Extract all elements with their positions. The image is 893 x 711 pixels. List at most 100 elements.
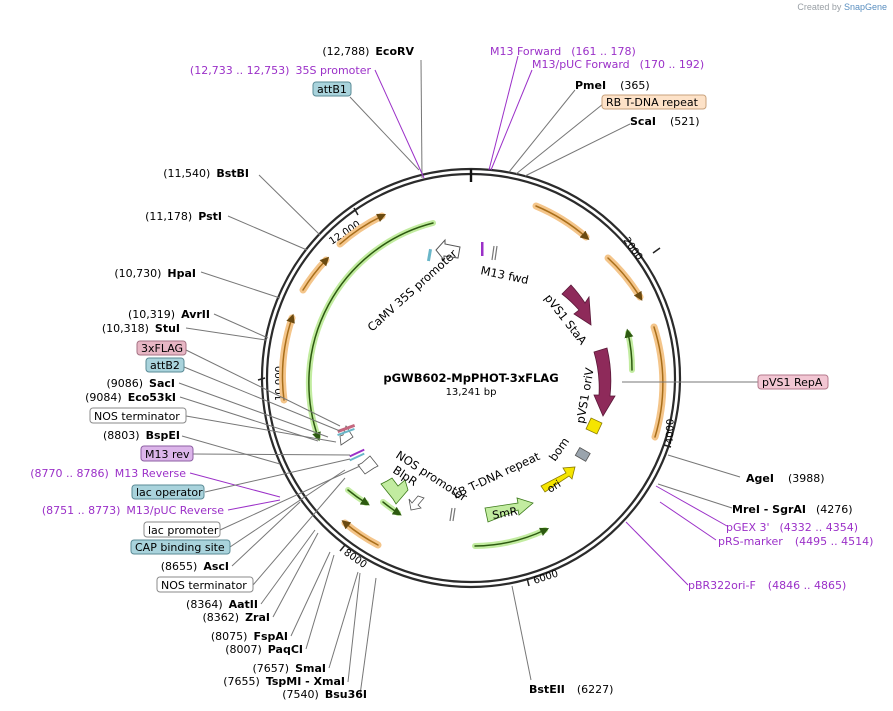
right-leader-lines bbox=[488, 55, 758, 681]
enzyme-ecorv: (12,788)EcoRV bbox=[322, 45, 414, 58]
box-attb1 bbox=[312, 81, 352, 97]
snapgene-credit: Created by SnapGene bbox=[797, 2, 887, 12]
tick-2000 bbox=[652, 247, 661, 254]
leader-m13-rev bbox=[192, 453, 351, 456]
enzyme-asci: (8655)AscI bbox=[161, 560, 229, 573]
leader-rb-tdna bbox=[515, 103, 604, 175]
m13-rev-marker bbox=[349, 448, 365, 458]
feature-arc-near-2000 bbox=[604, 254, 644, 301]
enzyme-aatii: (8364)AatII bbox=[186, 598, 258, 611]
box-nos-terminator-2 bbox=[156, 576, 254, 593]
leader-prs-marker bbox=[659, 501, 717, 541]
plasmid-name: pGWB602-MpPHOT-3xFLAG bbox=[383, 371, 558, 385]
label-lac-promoter: lac promoter bbox=[148, 524, 219, 537]
left-labels: (12,788)EcoRV (12,733 .. 12,753)35S prom… bbox=[30, 45, 414, 701]
feature-arc-lower-green-core bbox=[474, 527, 550, 547]
leader-saci bbox=[178, 382, 329, 438]
snapgene-logo: SnapGene bbox=[843, 2, 887, 12]
enzyme-psti: (11,178)PstI bbox=[145, 210, 222, 223]
enzyme-bstbi: (11,540)BstBI bbox=[163, 167, 249, 180]
inner-features bbox=[337, 238, 616, 523]
enzyme-bsteii: BstEII(6227) bbox=[529, 683, 613, 696]
feature-arc-small-green-core bbox=[624, 328, 634, 371]
label-3xflag: 3xFLAG bbox=[141, 342, 183, 355]
leader-agei bbox=[667, 454, 741, 478]
leader-bstbi bbox=[258, 174, 321, 236]
nos-promoter-arrow bbox=[408, 495, 425, 511]
box-nos-terminator bbox=[89, 407, 187, 424]
feature-arc-8000-region-core bbox=[341, 520, 379, 546]
leader-psti bbox=[227, 215, 308, 251]
feature-arc-rb-region-core bbox=[535, 205, 590, 240]
leader-bsteii bbox=[511, 585, 532, 681]
leader-fspai bbox=[290, 551, 331, 637]
enzyme-pmei: PmeI(365) bbox=[575, 79, 650, 92]
label-pvs1-oriv: pVS1 oriV bbox=[573, 367, 597, 425]
box-attb2 bbox=[145, 357, 185, 373]
tick-12000 bbox=[353, 207, 359, 216]
m13-fwd-marker bbox=[481, 242, 484, 256]
blpr-arrow bbox=[380, 477, 409, 505]
leader-attb1 bbox=[349, 96, 420, 171]
label-m13-fwd: M13 fwd bbox=[479, 263, 530, 287]
enzyme-fspai: (8075)FspAI bbox=[211, 630, 288, 643]
leader-cap-binding bbox=[229, 469, 346, 548]
label-pvs1-repa: pVS1 RepA bbox=[762, 376, 823, 389]
feature-arc-lower-left-green-1-core bbox=[347, 489, 370, 506]
leader-m13-puc-reverse bbox=[227, 499, 281, 511]
center-title: pGWB602-MpPHOT-3xFLAG 13,241 bp bbox=[383, 371, 558, 398]
box-cap-binding-site bbox=[130, 539, 231, 555]
enzyme-smai: (7657)SmaI bbox=[253, 662, 326, 675]
box-m13-rev bbox=[140, 445, 194, 462]
leader-eco53ki bbox=[179, 396, 319, 442]
feature-arc-lower-green bbox=[472, 527, 548, 549]
leader-m13-puc-forward bbox=[490, 69, 533, 171]
leader-nos-terminator-2 bbox=[252, 477, 346, 586]
leader-mrei bbox=[657, 483, 733, 509]
leader-aatii bbox=[260, 529, 316, 605]
feature-arc-rb-region bbox=[532, 202, 590, 241]
enzyme-saci: (9086)SacI bbox=[106, 377, 175, 390]
camv-35s-promoter-arrow bbox=[435, 238, 461, 262]
enzyme-scai: ScaI(521) bbox=[630, 115, 700, 128]
label-m13-rev: M13 rev bbox=[145, 448, 190, 461]
feature-arc-camv-green-core bbox=[308, 222, 434, 442]
label-nos-terminator-2: NOS terminator bbox=[161, 579, 247, 592]
leader-35s-promoter bbox=[374, 69, 425, 179]
leader-paqci bbox=[305, 554, 335, 650]
enzyme-hpai: (10,730)HpaI bbox=[114, 267, 196, 280]
leader-lac-operator bbox=[204, 458, 351, 493]
lb-repeat-marker-2 bbox=[452, 507, 456, 522]
primer-m13-reverse: (8770 .. 8786)M13 Reverse bbox=[30, 467, 186, 480]
label-cap-binding-site: CAP binding site bbox=[135, 541, 225, 554]
leader-pmei bbox=[508, 89, 576, 173]
lac-promoter-arrow bbox=[357, 455, 379, 475]
lb-repeat-marker-1 bbox=[449, 507, 453, 522]
primer-m13-puc-reverse: (8751 .. 8773)M13/pUC Reverse bbox=[42, 504, 224, 517]
backbone bbox=[260, 167, 682, 589]
leader-m13-forward bbox=[488, 55, 519, 171]
label-attb1: attB1 bbox=[317, 83, 347, 96]
enzyme-mrei-sgrai: MreI - SgrAI(4276) bbox=[732, 503, 853, 516]
primer-pbr322ori-f: pBR322ori-F(4846 .. 4865) bbox=[688, 579, 846, 592]
box-lac-operator bbox=[131, 484, 205, 500]
tick-label-4000: 4000 bbox=[665, 419, 677, 445]
leader-lac-promoter bbox=[219, 465, 361, 531]
yellow-feature-block bbox=[585, 417, 603, 435]
feature-arc-10000-orange-core bbox=[281, 313, 295, 401]
enzyme-avrii: (10,319)AvrII bbox=[128, 308, 210, 321]
smr-arrow bbox=[484, 497, 534, 523]
leader-xmai bbox=[347, 572, 361, 683]
3xflag-marker bbox=[337, 423, 356, 433]
enzyme-zrai: (8362)ZraI bbox=[203, 611, 271, 624]
tick-label-2000: 2000 bbox=[621, 236, 645, 263]
leader-3xflag bbox=[185, 349, 341, 427]
ori-arrow bbox=[540, 466, 576, 493]
leader-pbr322ori bbox=[625, 521, 689, 586]
feature-arc-11000-orange-core bbox=[302, 256, 330, 291]
label-smr: SmR bbox=[491, 505, 519, 522]
primer-m13-forward: M13 Forward(161 .. 178) bbox=[490, 45, 636, 58]
enzyme-paqci: (8007)PaqCI bbox=[225, 643, 303, 656]
leader-avrii bbox=[213, 313, 269, 339]
feature-arc-lower-left-green-2-core bbox=[382, 501, 402, 516]
